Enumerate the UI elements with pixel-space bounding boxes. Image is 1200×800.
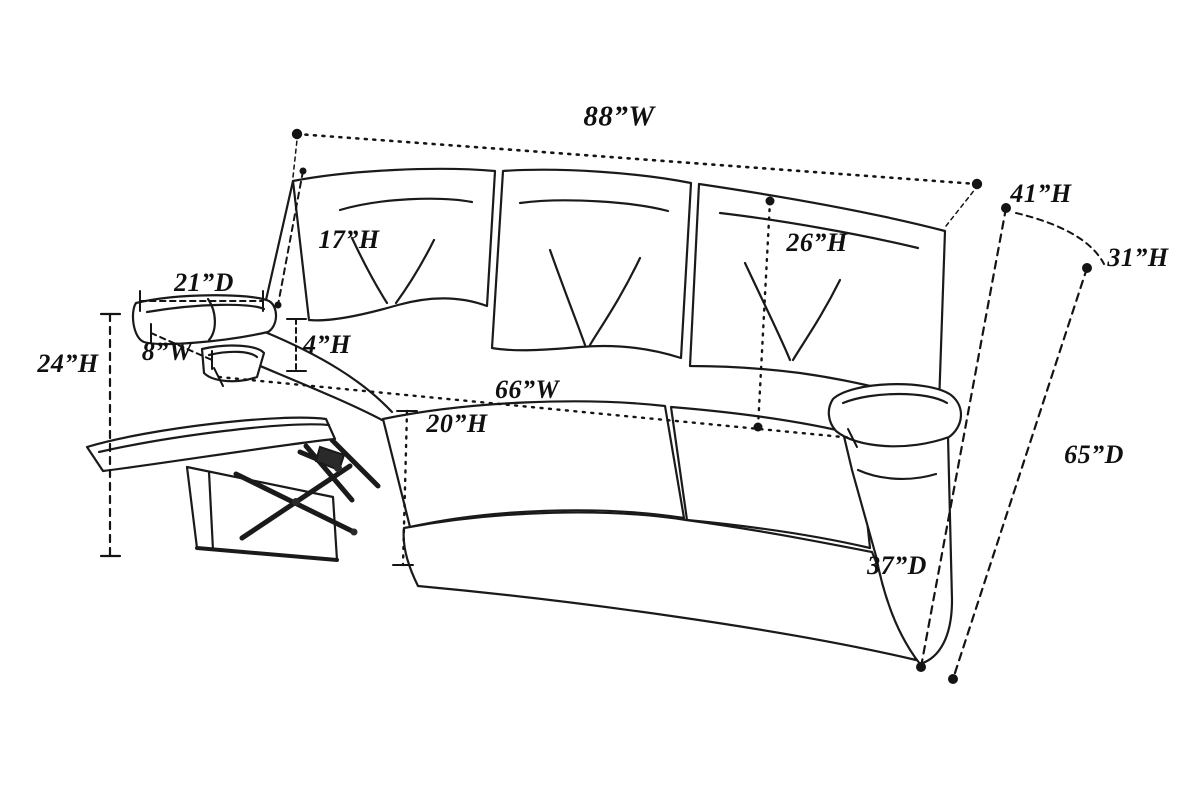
dim-line-seat-height — [392, 409, 418, 567]
dim-label-seat-height: 20”H — [426, 409, 488, 438]
dim-line-reclined-overall-depth — [948, 263, 1092, 684]
sofa-outline — [185, 167, 962, 666]
dim-line-back-cushion-height — [274, 167, 307, 309]
dim-line-overall-width — [291, 128, 983, 227]
dim-line-headrest-depth — [139, 290, 264, 312]
dim-label-overall-width: 88”W — [583, 100, 655, 133]
dim-label-reclined-back-height: 24”H — [37, 349, 99, 378]
dim-label-cushion-height: 4”H — [303, 330, 351, 359]
dim-label-seat-depth: 37”D — [867, 551, 927, 580]
dim-line-overall-back-height — [916, 203, 1011, 672]
dim-line-inside-seat-width — [213, 367, 858, 448]
dimension-lines — [99, 128, 1105, 684]
footrest-and-reclined-back — [85, 294, 337, 473]
dim-line-reclined-back-height — [99, 312, 122, 558]
dim-label-inside-back-height: 26”H — [786, 228, 848, 257]
dim-line-arm-pad-width — [150, 323, 213, 370]
dim-line-arm-height — [1015, 212, 1105, 265]
dim-label-back-cushion-height: 17”H — [318, 225, 380, 254]
dim-label-arm-pad-width: 8”W — [141, 337, 193, 366]
dim-label-inside-seat-width: 66”W — [494, 375, 560, 404]
dim-label-arm-height: 31”H — [1107, 243, 1169, 272]
dim-line-cushion-height — [286, 318, 307, 372]
dim-label-headrest-depth: 21”D — [174, 268, 234, 297]
dim-label-reclined-overall-depth: 65”D — [1064, 440, 1124, 469]
recliner-mechanism — [233, 437, 381, 541]
dim-line-inside-back-height — [753, 196, 775, 432]
dim-label-overall-back-height: 41”H — [1010, 179, 1072, 208]
